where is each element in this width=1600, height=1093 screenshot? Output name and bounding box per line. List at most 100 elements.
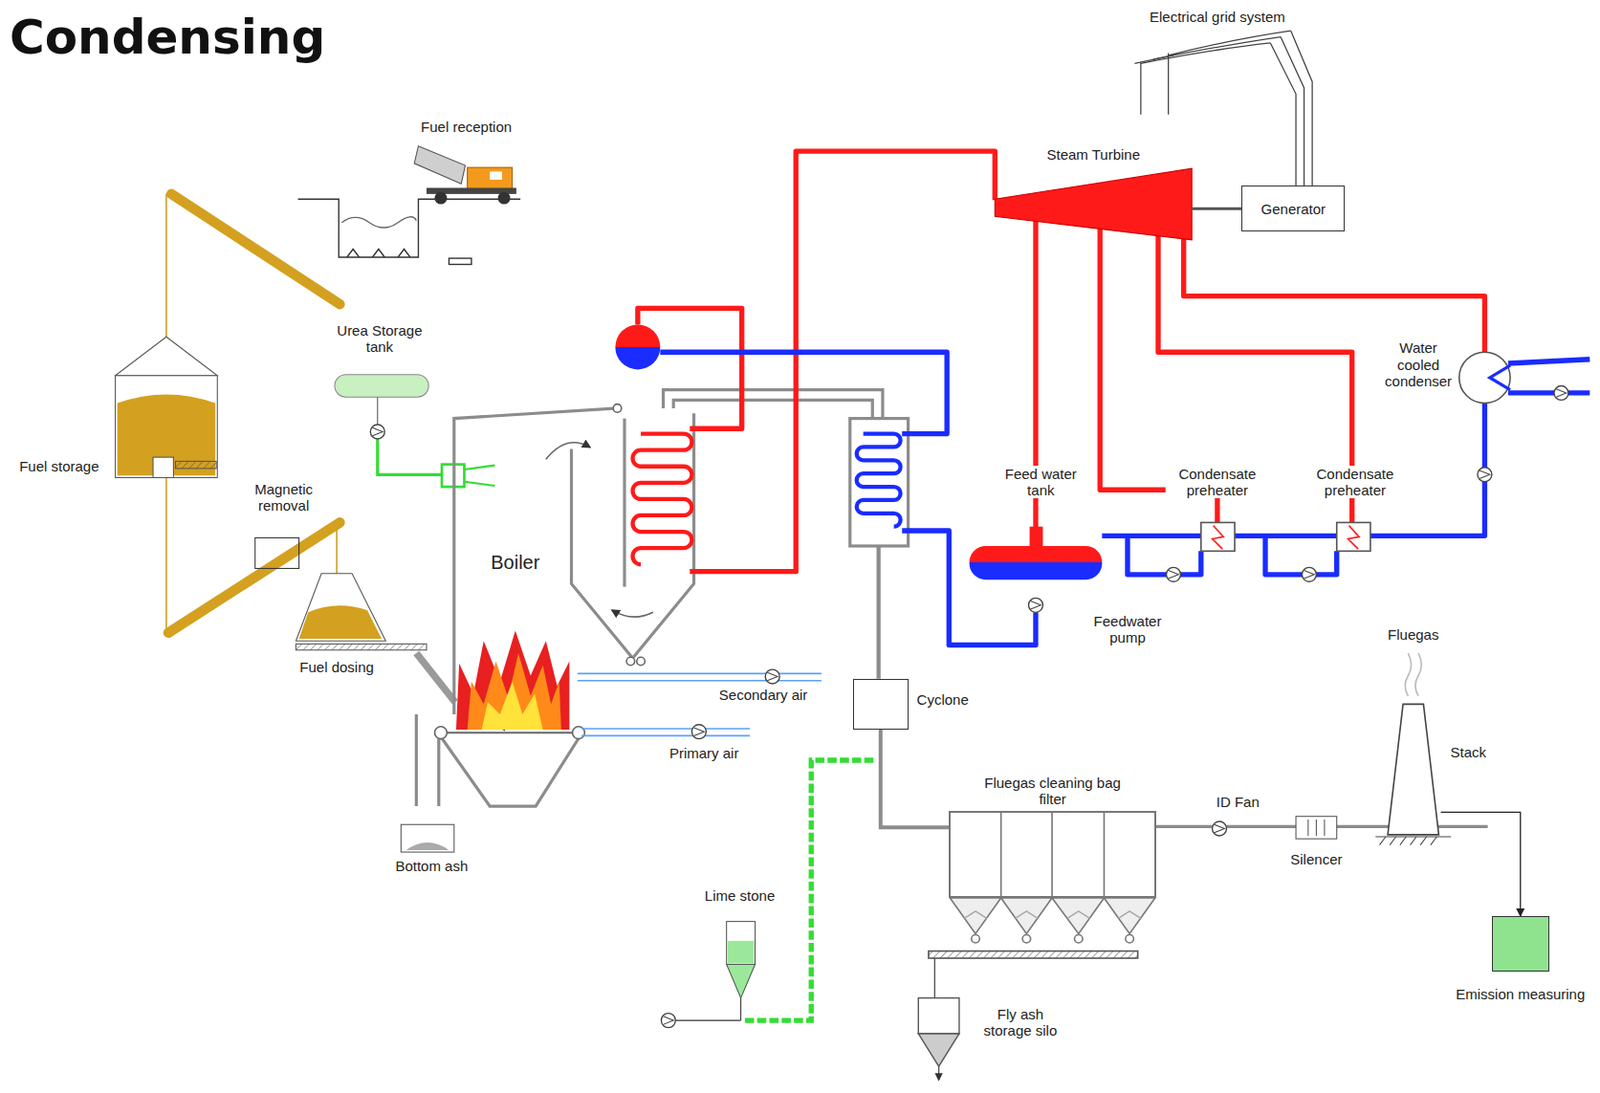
node-label: Steam Turbine bbox=[1046, 146, 1140, 163]
part-label: Boiler bbox=[488, 551, 542, 574]
node-label: Stack bbox=[1450, 744, 1488, 761]
limestone-system bbox=[740, 998, 742, 1021]
pump-symbol bbox=[660, 1013, 676, 1029]
grid-wires bbox=[1140, 30, 1292, 64]
part-label: ID Fan bbox=[1214, 793, 1262, 811]
fuel-conveyor bbox=[171, 194, 340, 305]
connector-line bbox=[880, 729, 949, 828]
part-label: Feed water tank bbox=[997, 465, 1085, 500]
node-label: Cyclone bbox=[917, 691, 969, 708]
pump-symbol bbox=[1212, 821, 1228, 836]
ash-pile bbox=[406, 842, 450, 851]
flue-outlet bbox=[1308, 819, 1325, 836]
condensate-preheaters bbox=[1212, 526, 1225, 550]
emission-monitor: Emission measuring bbox=[1491, 916, 1550, 972]
ash-bin bbox=[400, 824, 454, 853]
pump-symbol bbox=[370, 424, 385, 439]
pump-symbol bbox=[1166, 567, 1182, 582]
pump-symbol bbox=[1477, 467, 1492, 483]
node-label: Generator bbox=[1261, 200, 1327, 218]
boiler-walls bbox=[663, 390, 883, 419]
cyclone-box: Cyclone bbox=[853, 679, 909, 730]
node-label: Fluegas cleaning bag filter bbox=[976, 774, 1130, 809]
part-label: Electrical grid system bbox=[1147, 8, 1288, 25]
boiler-walls bbox=[673, 399, 873, 418]
fuel-storage-silo bbox=[115, 336, 219, 478]
bag-filter-hoppers bbox=[1000, 810, 1003, 899]
pump-symbol bbox=[1301, 567, 1316, 582]
part-label: Magnetic removal bbox=[241, 481, 326, 515]
water-pipes bbox=[1265, 535, 1337, 575]
truck bbox=[414, 146, 517, 205]
boiler-details bbox=[613, 404, 622, 414]
fly-ash-silo bbox=[938, 1066, 940, 1080]
part-label: Condensate preheater bbox=[1303, 465, 1408, 500]
fuel-storage-silo bbox=[115, 336, 219, 376]
connector-line bbox=[1441, 811, 1521, 917]
stack-drawing bbox=[1375, 836, 1451, 838]
feed-water-tank bbox=[969, 546, 1103, 563]
boiler-details bbox=[626, 657, 636, 666]
air-ducts bbox=[577, 673, 822, 680]
pump-symbol bbox=[1554, 385, 1569, 400]
economizer-coil bbox=[856, 434, 901, 527]
flame bbox=[467, 653, 562, 730]
truck bbox=[414, 146, 465, 184]
fuel-dosing-hopper bbox=[295, 573, 386, 641]
feed-water-tank bbox=[969, 562, 1103, 580]
boiler-walls bbox=[571, 413, 695, 658]
part-label: Fuel dosing bbox=[297, 658, 376, 676]
pump-symbol bbox=[372, 427, 383, 437]
urea-system bbox=[377, 438, 442, 475]
part-label: Fly ash storage silo bbox=[972, 1006, 1069, 1040]
pump-symbol bbox=[1030, 601, 1042, 611]
bag-filter-hoppers bbox=[1001, 898, 1053, 934]
pump-symbol bbox=[1029, 597, 1044, 613]
part-label: Secondary air bbox=[717, 686, 811, 703]
feed-water-tank bbox=[1030, 526, 1044, 548]
grid-wires bbox=[1134, 30, 1313, 186]
fuel-reception-pit bbox=[347, 248, 411, 258]
bag-filter-hoppers bbox=[1051, 810, 1053, 899]
pump-symbol bbox=[1212, 821, 1228, 836]
truck bbox=[435, 192, 448, 205]
flame bbox=[456, 631, 570, 730]
stack-drawing bbox=[1380, 836, 1438, 846]
boiler-walls bbox=[622, 418, 626, 588]
fuel-storage-silo bbox=[115, 375, 219, 479]
limestone-system bbox=[675, 760, 876, 1021]
fuel-conveyor bbox=[165, 194, 168, 337]
bag-filter-hoppers bbox=[971, 934, 981, 943]
feed-water-tank bbox=[969, 526, 1103, 580]
water-pipes bbox=[1127, 535, 1202, 575]
pump-symbol bbox=[660, 1013, 676, 1029]
bag-filter-hoppers bbox=[1074, 934, 1084, 943]
fly-ash-silo bbox=[918, 1033, 960, 1067]
water-pipes bbox=[659, 351, 1590, 645]
pump-symbol bbox=[1301, 567, 1316, 582]
fuel-conveyor bbox=[165, 477, 168, 633]
pump-symbol bbox=[765, 669, 780, 684]
fuel-reception-pit bbox=[298, 198, 522, 258]
fuel-reception-pit bbox=[298, 198, 522, 264]
grid-wires bbox=[1280, 37, 1305, 187]
bag-filter-hoppers bbox=[928, 951, 1139, 959]
bag-filter-hoppers bbox=[1103, 898, 1155, 934]
truck bbox=[467, 167, 513, 190]
pump-symbols bbox=[370, 385, 1569, 1028]
heat-exchanger-coils bbox=[633, 434, 901, 566]
urea-system bbox=[376, 396, 378, 425]
grid-wires bbox=[1291, 30, 1313, 186]
truck bbox=[498, 192, 511, 205]
limestone-system bbox=[675, 1020, 741, 1022]
truck bbox=[489, 171, 503, 180]
steam-pipes bbox=[637, 307, 743, 429]
pump-symbol bbox=[1304, 570, 1316, 580]
part-label: Bottom ash bbox=[393, 857, 470, 875]
stack-drawing bbox=[1375, 653, 1451, 846]
part-label: Urea Storage tank bbox=[327, 322, 434, 356]
stack: Stack bbox=[1385, 703, 1442, 835]
pump-symbol bbox=[1029, 597, 1044, 613]
